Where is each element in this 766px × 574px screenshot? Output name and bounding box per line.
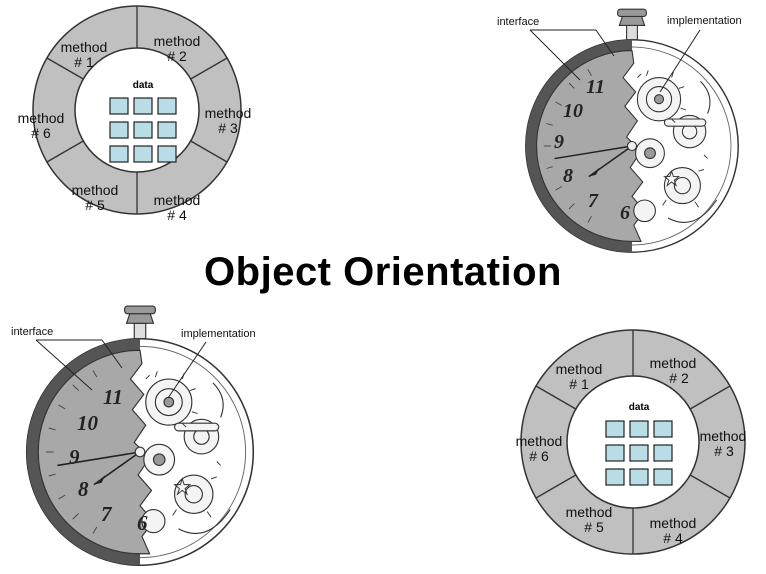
- method-4-label: method: [650, 515, 697, 531]
- dial-number-10: 10: [563, 100, 583, 122]
- watch-top-right-dial-numbers: 11 10 9 8 7 6: [554, 76, 630, 224]
- watch-bottom-left-dial-numbers: 11 10 9 8 7 6: [69, 385, 148, 535]
- dial-number-7: 7: [101, 502, 113, 526]
- dial-number-11: 11: [103, 385, 123, 409]
- watch-bottom-left-interface-label: interface: [11, 326, 53, 338]
- method-4-number: # 4: [167, 207, 187, 223]
- method-5-label: method: [72, 182, 119, 198]
- dial-number-10: 10: [77, 411, 99, 435]
- method-6-number: # 6: [529, 448, 549, 464]
- method-5-number: # 5: [584, 519, 604, 535]
- method-6-number: # 6: [31, 125, 51, 141]
- capsule-bottom-right-data-grid: [605, 420, 673, 486]
- watch-top-right-callouts: [529, 29, 701, 93]
- method-6-label: method: [516, 433, 563, 449]
- method-5-label: method: [566, 504, 613, 520]
- method-1-number: # 1: [569, 376, 589, 392]
- dial-number-9: 9: [69, 445, 80, 469]
- capsule-top-left: data method # 1 method # 2 method # 3 me…: [18, 5, 252, 223]
- watch-bottom-left-callouts: [35, 339, 207, 399]
- watch-top-right-interface-label: interface: [497, 16, 539, 28]
- dial-number-9: 9: [554, 131, 564, 153]
- dial-number-6: 6: [620, 202, 630, 224]
- method-3-label: method: [700, 428, 747, 444]
- page-title: Object Orientation: [204, 250, 562, 294]
- method-2-label: method: [650, 355, 697, 371]
- capsule-top-left-data-grid: [109, 97, 177, 163]
- watch-top-right: 11 10 9 8 7 6 interface implementation: [497, 8, 742, 253]
- capsule-bottom-right-data-label: data: [629, 402, 650, 413]
- capsule-bottom-right: data method # 1 method # 2 method # 3 me…: [516, 329, 747, 555]
- method-6-label: method: [18, 110, 65, 126]
- dial-number-8: 8: [563, 165, 573, 187]
- method-2-number: # 2: [669, 370, 689, 386]
- dial-number-7: 7: [588, 190, 599, 212]
- method-3-number: # 3: [218, 120, 238, 136]
- capsule-top-left-data-label: data: [133, 80, 154, 91]
- method-2-number: # 2: [167, 48, 187, 64]
- dial-number-11: 11: [586, 76, 605, 98]
- dial-number-8: 8: [78, 477, 89, 501]
- method-3-label: method: [205, 105, 252, 121]
- method-2-label: method: [154, 33, 201, 49]
- watch-bottom-left: 11 10 9 8 7 6 interface implementation: [11, 305, 256, 567]
- method-1-label: method: [556, 361, 603, 377]
- method-3-number: # 3: [714, 443, 734, 459]
- method-1-number: # 1: [74, 54, 94, 70]
- method-4-label: method: [154, 192, 201, 208]
- method-4-number: # 4: [663, 530, 683, 546]
- method-5-number: # 5: [85, 197, 105, 213]
- watch-bottom-left-implementation-label: implementation: [181, 328, 256, 340]
- dial-number-6: 6: [137, 511, 148, 535]
- method-1-label: method: [61, 39, 108, 55]
- watch-top-right-implementation-label: implementation: [667, 15, 742, 27]
